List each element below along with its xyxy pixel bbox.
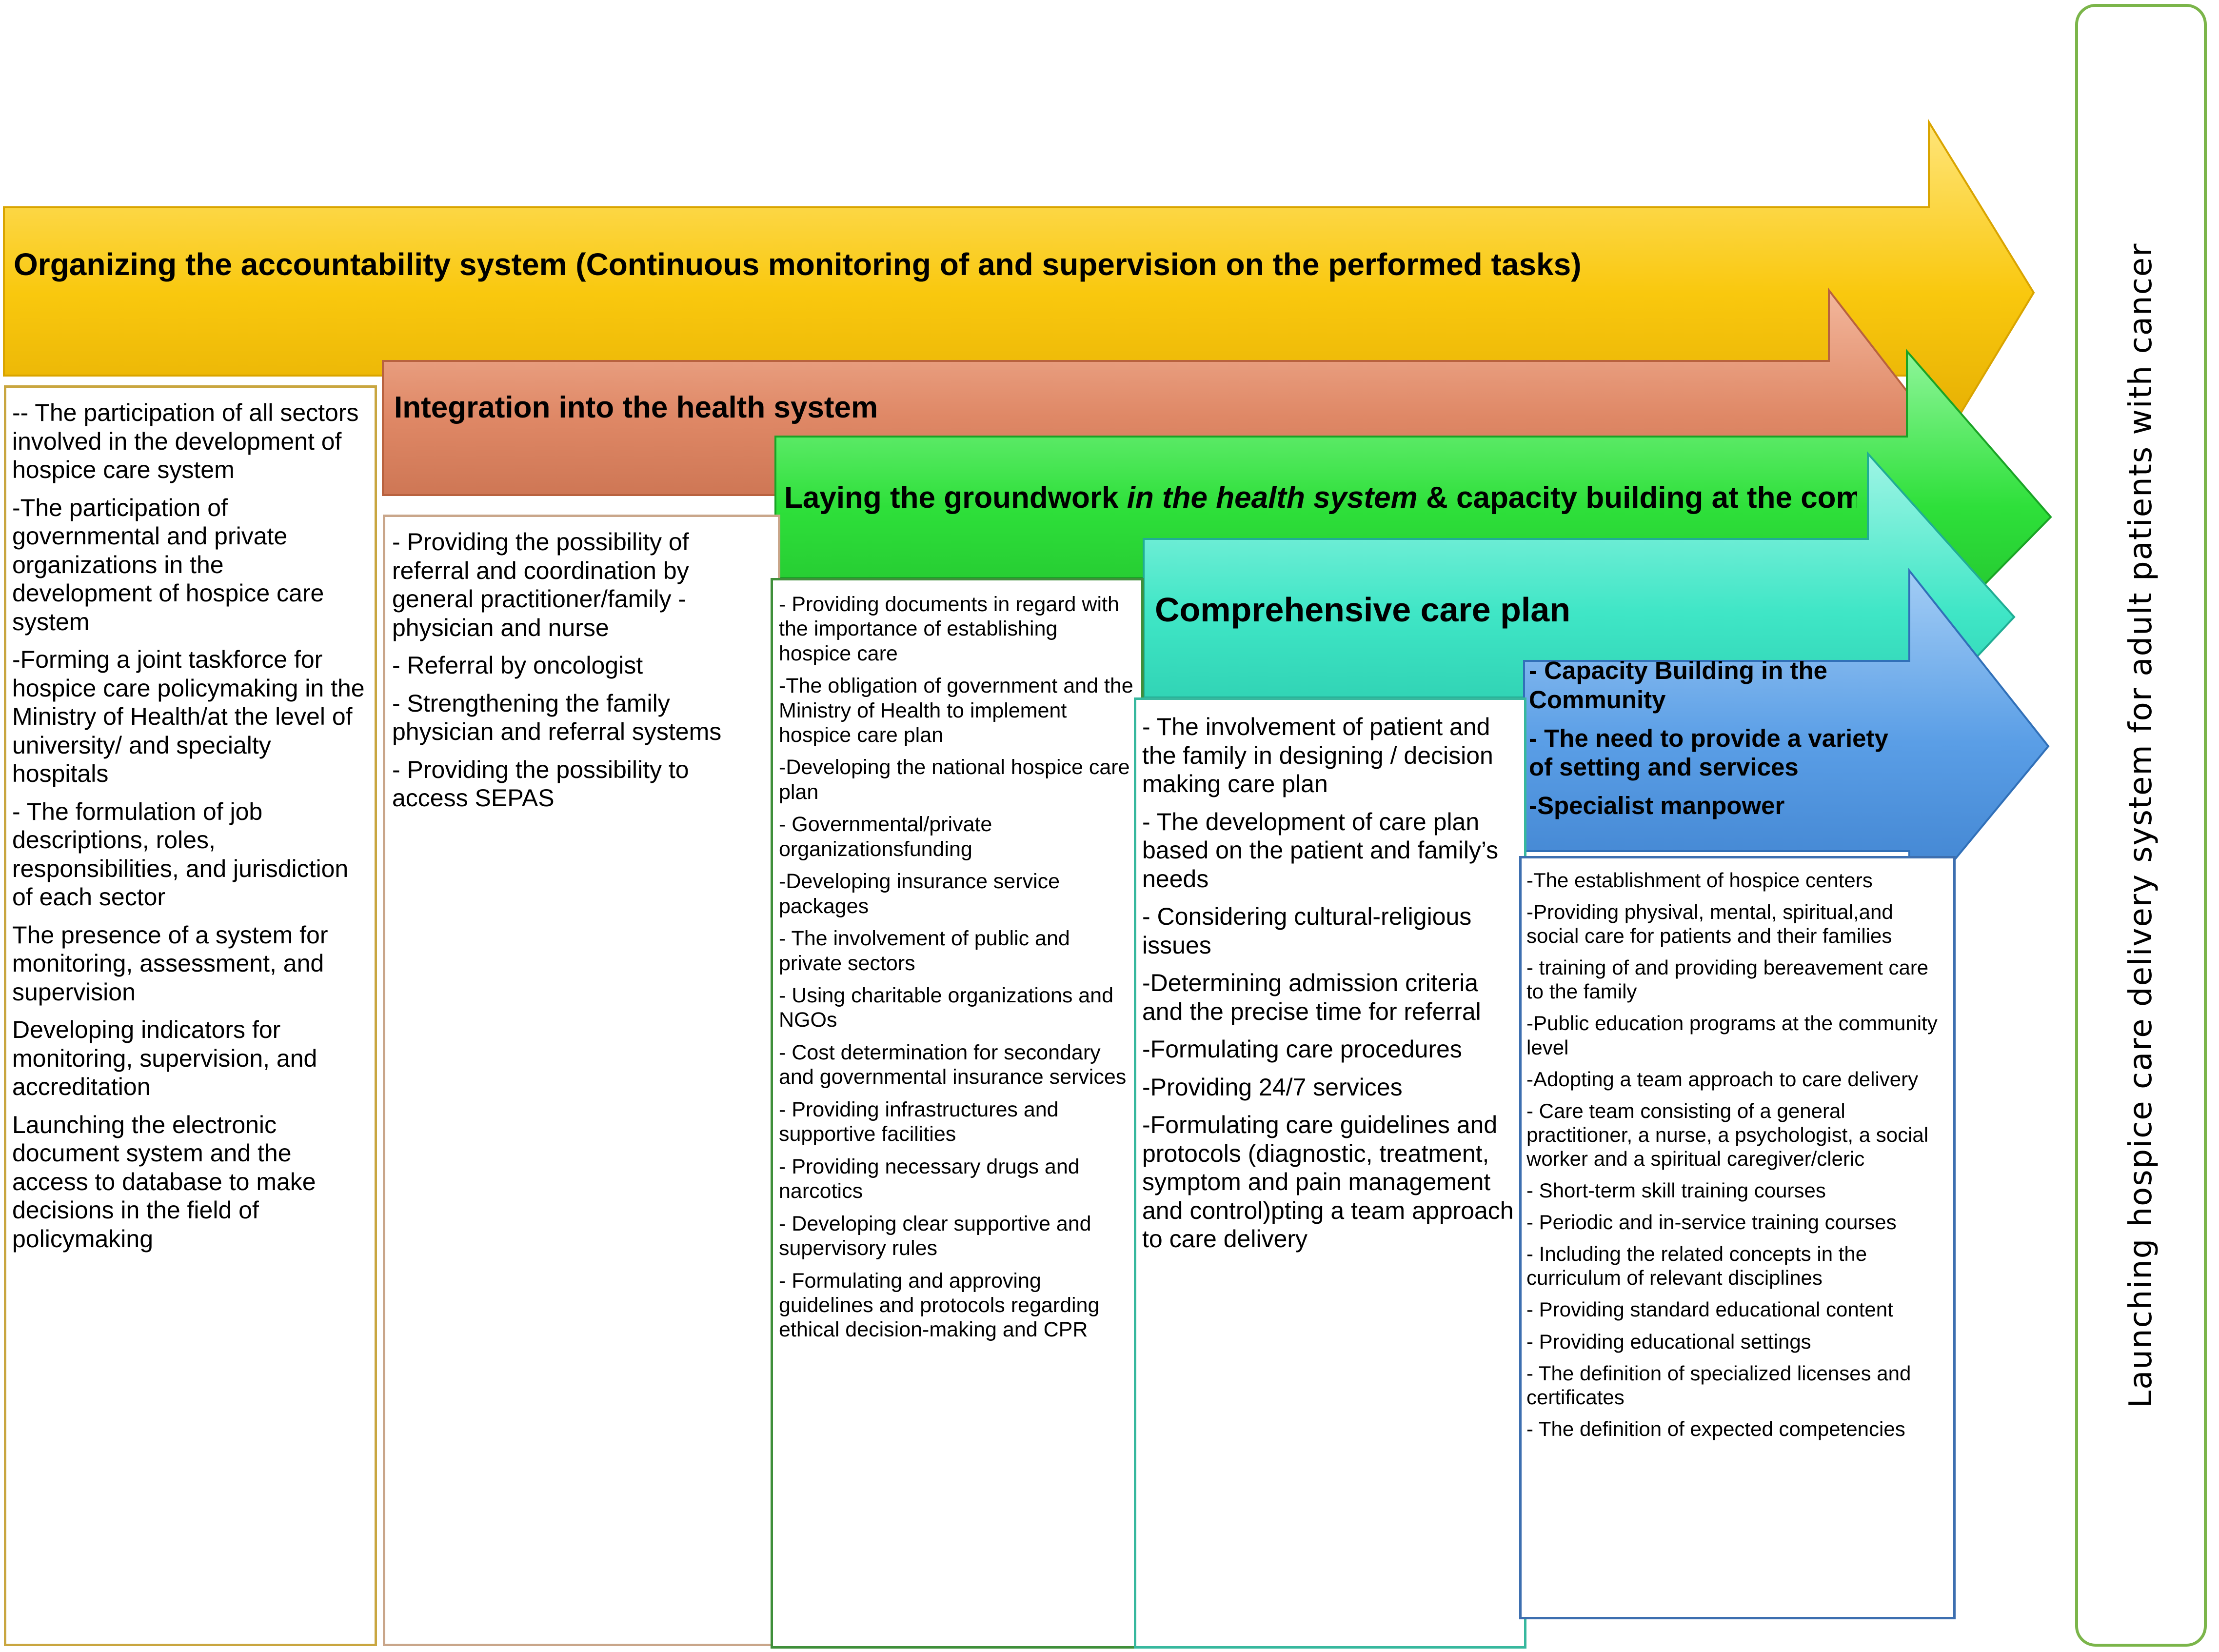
list-item: -Formulating care guidelines and protoco…: [1142, 1111, 1514, 1253]
list-item: - Including the related concepts in the …: [1526, 1242, 1867, 1290]
list-item: - Periodic and in-service training cours…: [1526, 1211, 1897, 1234]
capacity-items-box: -The establishment of hospice centers -P…: [1519, 856, 1956, 1619]
list-item: - Providing necessary drugs and narcotic…: [779, 1154, 1080, 1203]
careplan-title: Comprehensive care plan: [1155, 591, 1570, 629]
list-item: - Care team consisting of a general prac…: [1526, 1099, 1929, 1171]
list-item: -Developing the national hospice care pl…: [779, 756, 1130, 804]
groundwork-title-part-1: Laying the groundwork: [784, 481, 1127, 515]
list-item: -Determining admission criteria and the …: [1142, 969, 1481, 1025]
accountability-items-box: -- The participation of all sectors invo…: [4, 385, 377, 1646]
list-item: -Developing insurance service packages: [779, 870, 1060, 918]
list-item: - The involvement of public and private …: [779, 927, 1070, 975]
capacity-arrow: [1523, 568, 2050, 917]
accountability-arrow: [3, 118, 2035, 470]
list-item: -Adopting a team approach to care delive…: [1526, 1067, 1919, 1091]
list-item: - Referral by oncologist: [392, 652, 643, 679]
capacity-header-item: - The need to provide a variety of setti…: [1529, 724, 1888, 781]
list-item: - Providing documents in regard with the…: [779, 593, 1119, 665]
list-item: -Formulating care procedures: [1142, 1035, 1462, 1063]
integration-items-box: - Providing the possibility of referral …: [383, 515, 780, 1646]
list-item: - Using charitable organizations and NGO…: [779, 984, 1114, 1032]
list-item: - Providing the possibility to access SE…: [392, 756, 689, 812]
list-item: Developing indicators for monitoring, su…: [12, 1016, 317, 1100]
list-item: - Developing clear supportive and superv…: [779, 1212, 1091, 1260]
list-item: - The development of care plan based on …: [1142, 808, 1499, 893]
list-item: -The establishment of hospice centers: [1526, 869, 1873, 892]
list-item: - Formulating and approving guidelines a…: [779, 1269, 1100, 1342]
list-item: - Short-term skill training courses: [1526, 1179, 1826, 1202]
list-item: -- The participation of all sectors invo…: [12, 399, 359, 483]
list-item: -Providing physival, mental, spiritual,a…: [1526, 900, 1893, 948]
outcome-box: Launching hospice care delivery system f…: [2075, 4, 2207, 1647]
groundwork-items-box: - Providing documents in regard with the…: [771, 578, 1144, 1649]
list-item: - The involvement of patient and the fam…: [1142, 713, 1493, 797]
list-item: - Considering cultural-religious issues: [1142, 903, 1472, 959]
list-item: The presence of a system for monitoring,…: [12, 921, 328, 1006]
list-item: - The definition of specialized licenses…: [1526, 1361, 1911, 1409]
list-item: Launching the electronic document system…: [12, 1111, 316, 1253]
careplan-items-box: - The involvement of patient and the fam…: [1134, 697, 1526, 1649]
list-item: -Forming a joint taskforce for hospice c…: [12, 646, 365, 787]
list-item: -Providing 24/7 services: [1142, 1073, 1403, 1101]
accountability-title: Organizing the accountability system (Co…: [14, 247, 1582, 282]
integration-title: Integration into the health system: [394, 391, 878, 424]
list-item: - Governmental/private organizationsfund…: [779, 813, 992, 861]
list-item: - Providing the possibility of referral …: [392, 528, 689, 641]
groundwork-title: Laying the groundwork in the health syst…: [784, 480, 1857, 515]
list-item: -Public education programs at the commun…: [1526, 1012, 1938, 1059]
list-item: - Providing standard educational content: [1526, 1298, 1893, 1321]
groundwork-title-part-3: & capacity building at the community: [1426, 481, 1857, 515]
list-item: - Providing educational settings: [1526, 1330, 1811, 1353]
list-item: -The obligation of government and the Mi…: [779, 674, 1133, 747]
list-item: - The definition of expected competencie…: [1526, 1417, 1905, 1440]
capacity-header-list: - Capacity Building in the Community - T…: [1529, 656, 1914, 851]
outcome-label: Launching hospice care delivery system f…: [2123, 242, 2159, 1408]
list-item: - training of and providing bereavement …: [1526, 956, 1929, 1003]
list-item: - Strengthening the family physician and…: [392, 689, 722, 746]
groundwork-title-part-2: in the health system: [1127, 481, 1418, 515]
capacity-header-item: - Capacity Building in the Community: [1529, 657, 1828, 714]
capacity-header-item: -Specialist manpower: [1529, 792, 1785, 820]
list-item: -The participation of governmental and p…: [12, 494, 324, 636]
list-item: - Providing infrastructures and supporti…: [779, 1097, 1059, 1146]
list-item: - The formulation of job descriptions, r…: [12, 797, 349, 911]
list-item: - Cost determination for secondary and g…: [779, 1041, 1127, 1089]
